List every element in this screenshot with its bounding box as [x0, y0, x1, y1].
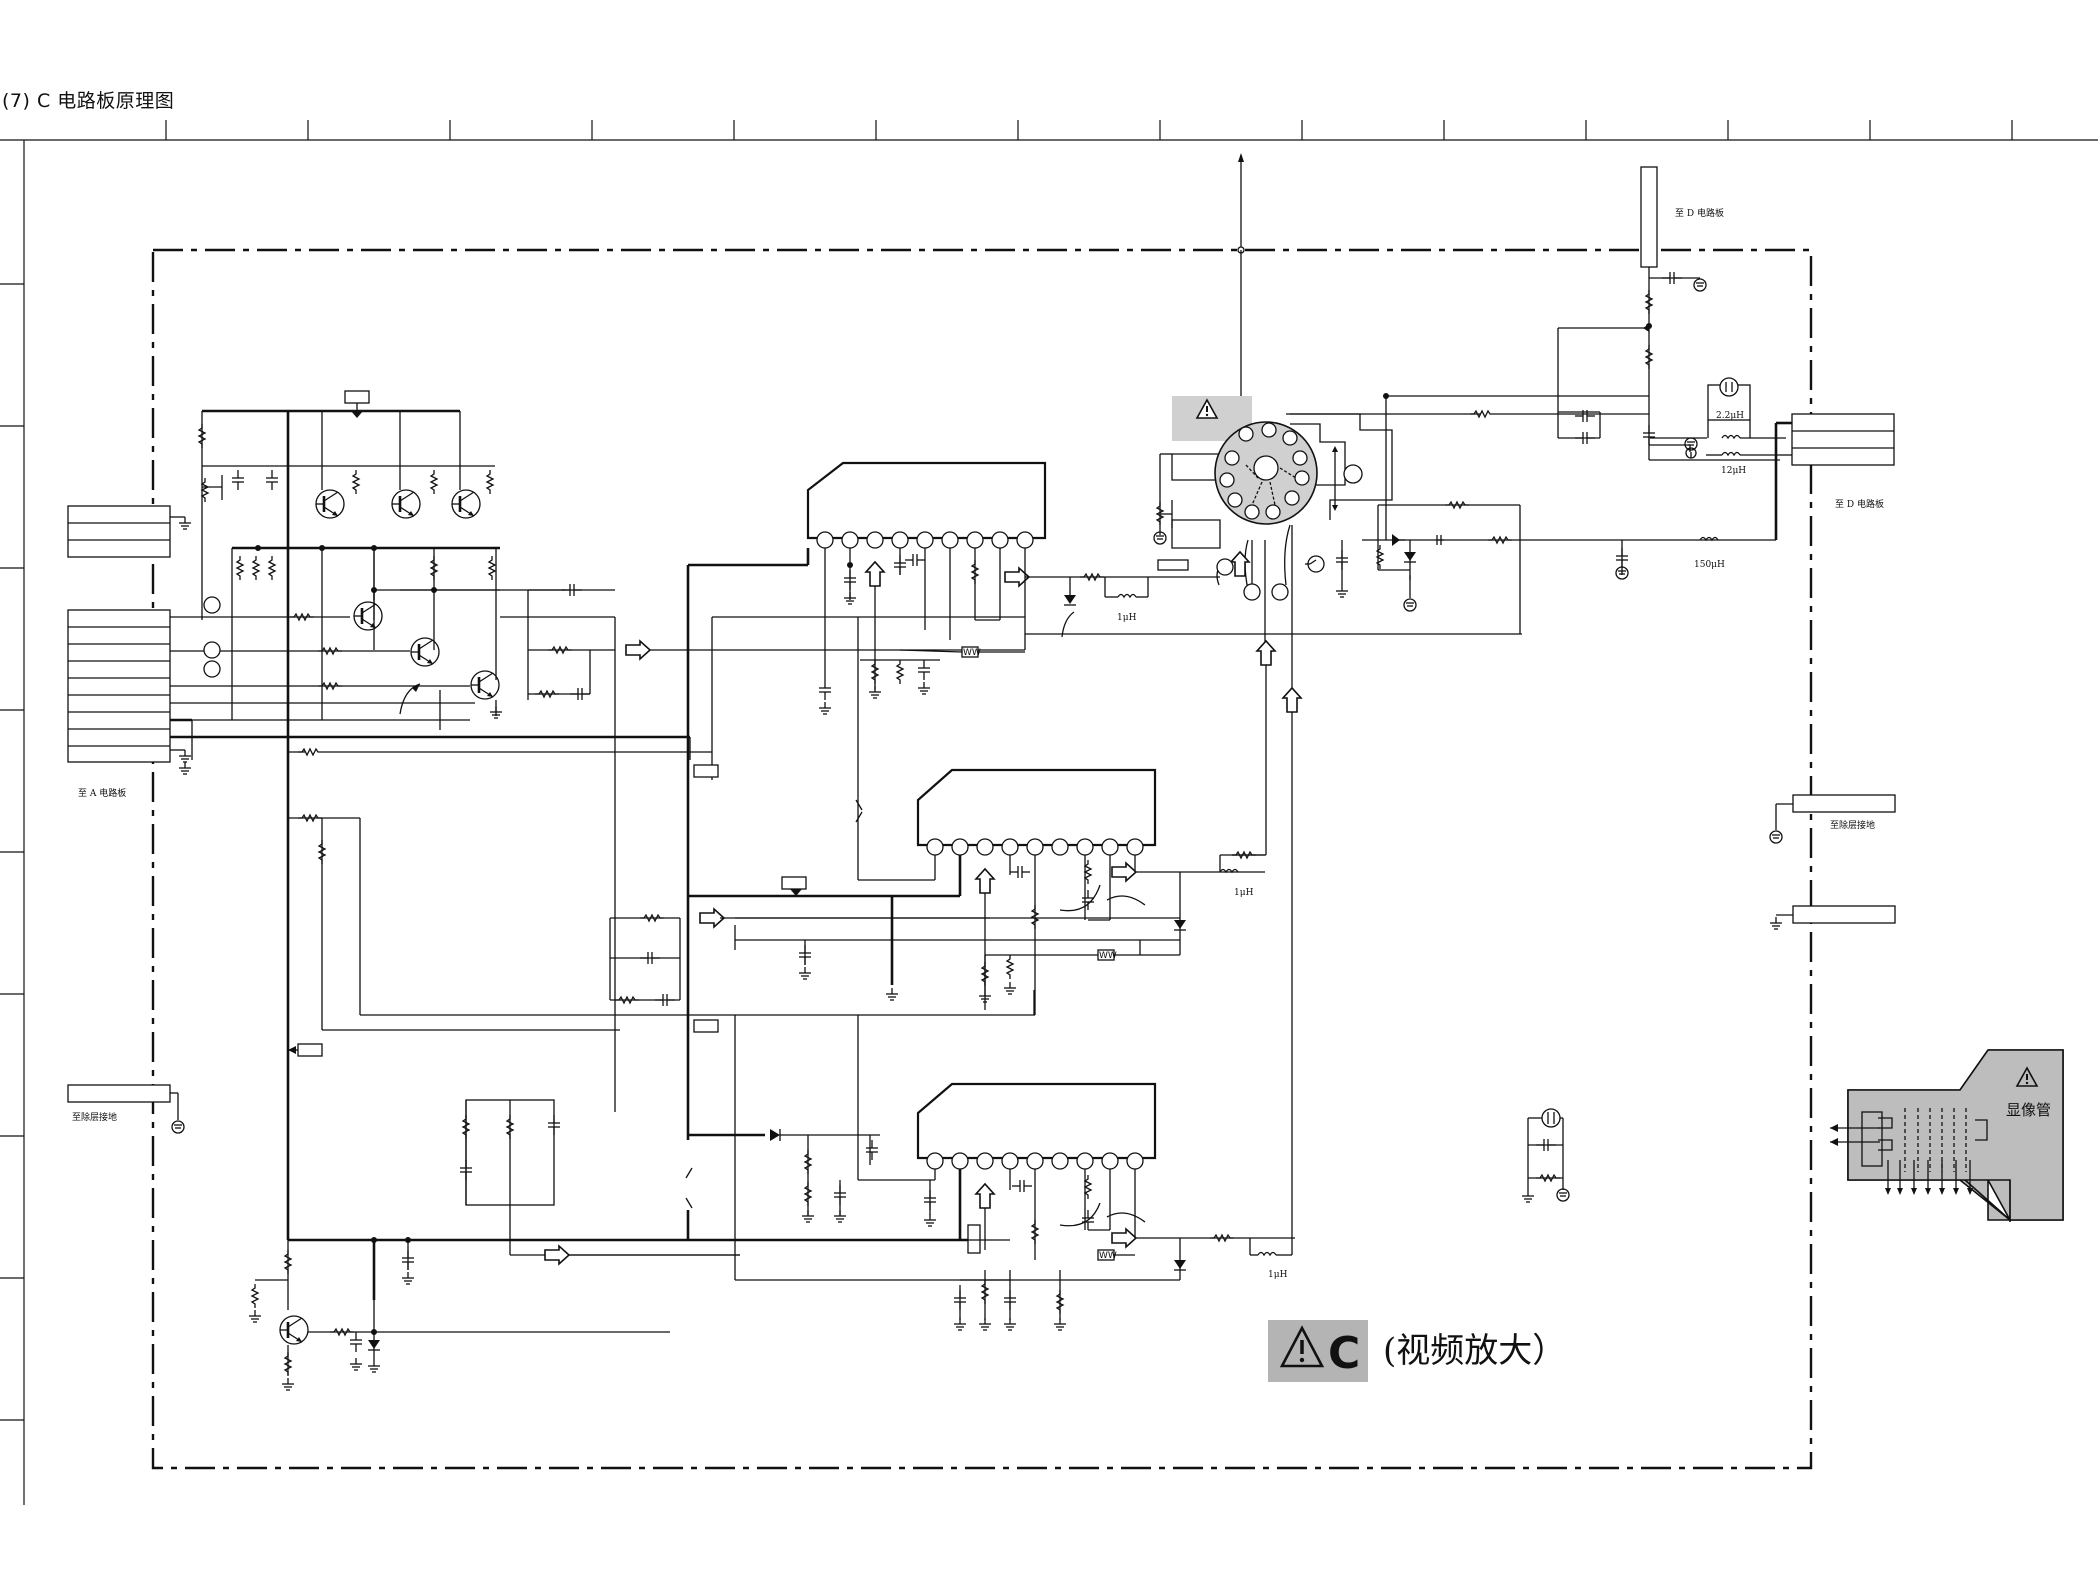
- crt-tube: 显像管: [1830, 1049, 2064, 1222]
- ground-left-label: 至除层接地: [72, 1111, 117, 1123]
- warning-triangle-icon: [1195, 398, 1219, 419]
- right-top-area: 至 D 电路板 2.2μH: [1286, 166, 1895, 634]
- inductor-1uh-b: 1μH: [1234, 888, 1254, 898]
- to-a-board-label: 至 A 电路板: [78, 787, 126, 799]
- inductor-1uh-c: 1μH: [1268, 1270, 1288, 1280]
- spark-gap-group: [1521, 1108, 1570, 1203]
- inductor-2-2uh: 2.2μH: [1716, 411, 1744, 421]
- crt-socket: [1153, 396, 1393, 1238]
- to-d-board-top-label: 至 D 电路板: [1675, 207, 1724, 219]
- ic-3: WW: [685, 1015, 1295, 1331]
- ic-1: WW: [689, 461, 1522, 780]
- ic-3-pins: [926, 1152, 1144, 1170]
- svg-text:WW: WW: [963, 648, 981, 658]
- ground-right-label: 至除层接地: [1830, 819, 1875, 831]
- inductor-12uh: 12μH: [1721, 466, 1746, 476]
- top-ruler: [0, 120, 2098, 141]
- ic-1-pins: [816, 531, 1034, 549]
- svg-text:WW: WW: [1099, 951, 1117, 961]
- left-ruler: [0, 140, 25, 1505]
- inductor-150uh: 150μH: [1694, 560, 1725, 570]
- crt-label: 显像管: [2006, 1101, 2051, 1119]
- svg-text:WW: WW: [1099, 1251, 1117, 1261]
- warning-triangle-icon: [1279, 1325, 1325, 1368]
- connector-top-left: [67, 505, 192, 558]
- inductor-1uh-a: 1μH: [1117, 613, 1137, 623]
- warning-triangle-icon: [2015, 1066, 2039, 1087]
- sheet-title: (7) C 电路板原理图: [2, 90, 175, 112]
- connector-to-a-board: [67, 609, 192, 763]
- ic-2-pins: [926, 838, 1144, 856]
- board-caption: (视频放大）: [1383, 1331, 1566, 1371]
- left-transistor-section: [170, 390, 1025, 1240]
- ic-2: WW: [609, 548, 1265, 1140]
- connector-ground-right: 至除层接地: [1769, 794, 1896, 930]
- connector-to-d-board-right: [1791, 413, 1895, 466]
- connector-ground-left: [67, 1084, 185, 1134]
- badge-letter: C: [1328, 1328, 1360, 1379]
- connector-to-d-board-top: [1640, 166, 1658, 268]
- board-outline: [151, 248, 1813, 1470]
- board-badge: C: [1268, 1320, 1368, 1382]
- to-d-board-right-label: 至 D 电路板: [1835, 498, 1884, 510]
